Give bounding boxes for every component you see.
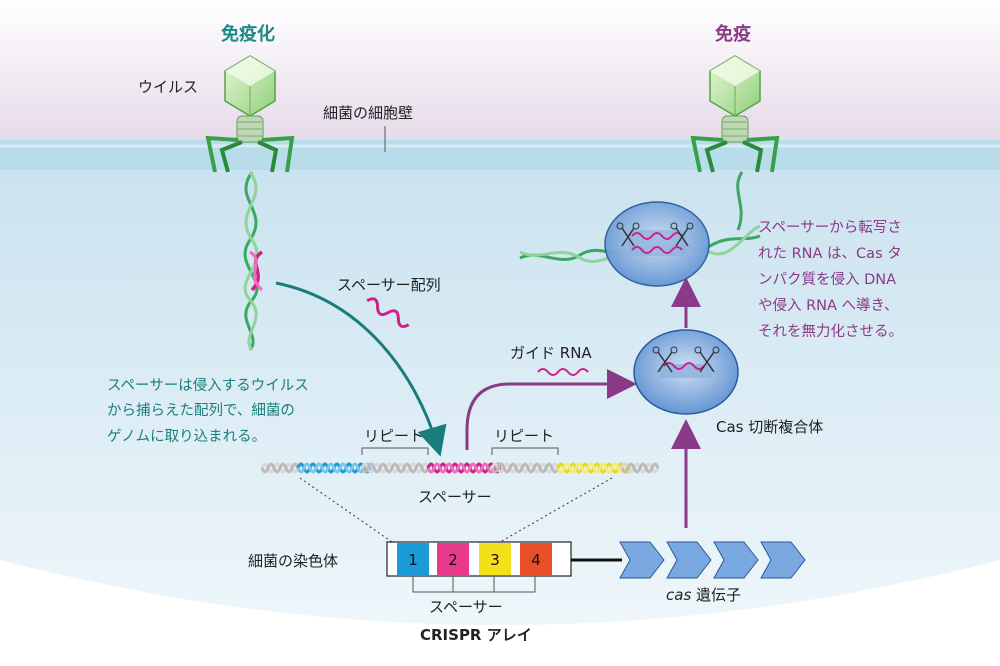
label-spacer-bottom: スペーサー [429,598,503,616]
spacer-box-4 [520,543,552,575]
label-spacer-sequence: スペーサー配列 [337,276,441,294]
heading-immunization: 免疫化 [221,23,275,45]
injected-phage-dna [243,171,264,351]
svg-text:や侵入 RNA へ導き、: や侵入 RNA へ導き、 [758,297,899,314]
crispr-strand-segment [260,462,300,474]
guide-rna-strand [537,368,589,376]
transcription-arrow [465,369,637,450]
crispr-dna-strand [260,462,660,474]
spacer-box-label: 2 [448,551,458,569]
crispr-strand-segment [490,462,566,474]
repeat-bracket-left [361,447,429,455]
virus-icon [205,55,295,173]
extracellular-region [0,0,1000,150]
integration-arrow [275,281,447,457]
spacer-box-label: 1 [408,551,418,569]
spacer-box-label: 3 [490,551,500,569]
label-repeat-left: リピート [364,427,424,445]
svg-text:スペーサーから転写さ: スペーサーから転写さ [758,219,902,236]
label-virus: ウイルス [138,78,198,96]
crispr-strand-segment [426,462,502,474]
cas-complex-targeting [604,201,710,287]
spacer-box-1 [397,543,429,575]
scissors-icon [616,222,640,247]
zoom-line-right [499,477,613,543]
label-cas-genes: cas 遺伝子 [666,586,741,604]
zoom-line-left [299,477,393,543]
spacer-box-2 [437,543,469,575]
svg-text:ゲノムに取り込まれる。: ゲノムに取り込まれる。 [107,428,266,445]
svg-text:ンパク質を侵入 DNA: ンパク質を侵入 DNA [758,270,896,288]
scissors-icon [694,346,720,373]
label-bacterial-chromosome: 細菌の染色体 [248,552,338,570]
crispr-strand-segment [556,462,632,474]
spacer-box-3 [479,543,511,575]
crispr-strand-segment [296,462,372,474]
note-left: スペーサーは侵入するウイルス から捕らえた配列で、細菌の ゲノムに取り込まれる。 [107,377,309,445]
label-cas-complex: Cas 切断複合体 [716,418,823,436]
svg-text:から捕らえた配列で、細菌の: から捕らえた配列で、細菌の [107,402,295,419]
spacer-box-label: 4 [531,551,541,569]
label-crispr-array: CRISPR アレイ [420,626,532,644]
heading-immunity: 免疫 [715,23,751,45]
spacer-fragment [366,297,410,328]
label-cas-genes-rest: 遺伝子 [691,586,741,604]
virus-icon [690,55,780,173]
cas-complex [633,329,739,415]
svg-text:それを無力化させる。: それを無力化させる。 [758,323,903,340]
label-repeat-right: リピート [494,427,554,445]
crispr-strand-segment [360,462,436,474]
crispr-array-box: 1 2 3 4 [386,541,572,577]
svg-text:れた RNA は、Cas タ: れた RNA は、Cas タ [758,245,902,262]
scissors-icon [652,346,678,373]
label-cell-wall: 細菌の細胞壁 [323,104,413,122]
label-guide-rna: ガイド RNA [510,344,592,362]
repeat-bracket-right [491,447,559,455]
label-spacer-mid: スペーサー [418,488,492,506]
crispr-strand-segment [620,462,660,474]
cas-genes [619,541,806,579]
label-cas-genes-italic: cas [666,586,691,604]
note-right: スペーサーから転写さ れた RNA は、Cas タ ンパク質を侵入 DNA や侵… [758,219,903,340]
spacer-bracket-bottom [412,576,536,593]
scissors-icon [670,222,694,247]
svg-text:スペーサーは侵入するウイルス: スペーサーは侵入するウイルス [107,377,309,394]
